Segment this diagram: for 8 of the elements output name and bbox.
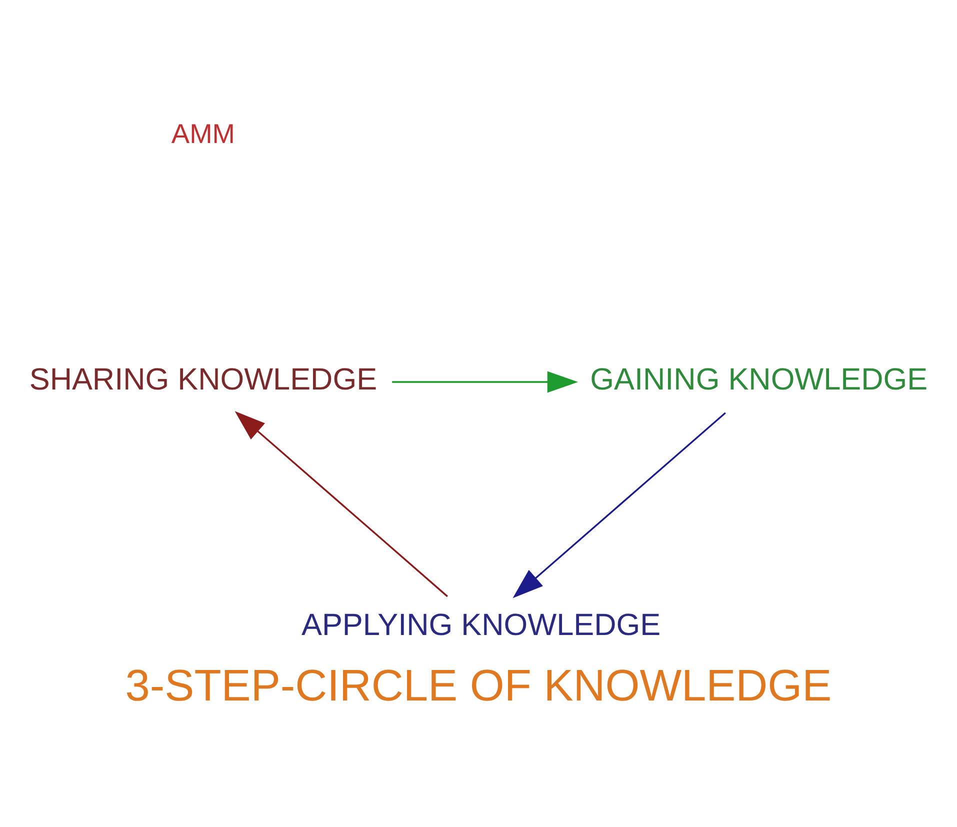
diagram-title: 3-STEP-CIRCLE OF KNOWLEDGE (125, 661, 832, 710)
node-text: GAINING KNOWLEDGE (590, 361, 928, 396)
arrow (512, 412, 726, 598)
label: AMM (171, 118, 236, 149)
arrow (234, 411, 448, 598)
arrow (392, 371, 578, 393)
node-text: APPLYING KNOWLEDGE (302, 606, 661, 642)
node-text: SHARING KNOWLEDGE (29, 361, 378, 396)
